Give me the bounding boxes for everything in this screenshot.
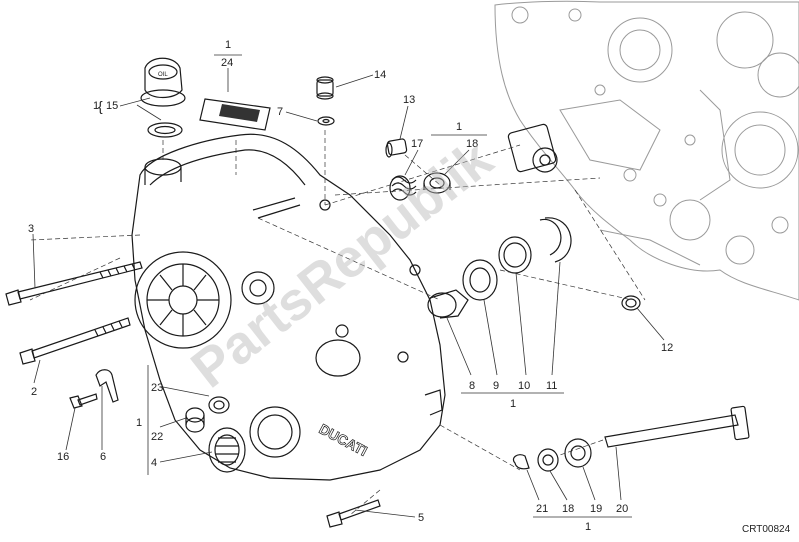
callout-10: 10 xyxy=(518,380,530,392)
callout-2: 2 xyxy=(31,386,37,398)
leader-lines xyxy=(32,54,665,518)
oil-filler-plug: OIL xyxy=(140,57,186,138)
callout-22: 22 xyxy=(151,431,163,443)
callout-14: 14 xyxy=(374,69,386,81)
callout-5: 5 xyxy=(418,512,424,524)
crankcase-background xyxy=(494,0,799,301)
callout-1-bottom: 1 xyxy=(585,521,591,533)
callout-21: 21 xyxy=(536,503,548,515)
warning-label xyxy=(199,98,271,131)
callout-1-group-top: 1 xyxy=(456,121,462,133)
callout-1-top: 1 xyxy=(225,39,231,51)
bolt-2 xyxy=(19,317,131,365)
washer-23 xyxy=(208,396,230,414)
bolt-16 xyxy=(69,393,98,409)
dowel-pin xyxy=(385,138,408,158)
callout-labels: 1 24 1 { 15 14 7 13 1 17 18 3 12 8 9 10 … xyxy=(28,39,673,533)
callout-6: 6 xyxy=(100,451,106,463)
callout-15: 15 xyxy=(106,100,118,112)
callout-7: 7 xyxy=(277,106,283,118)
callout-18-top: 18 xyxy=(466,138,478,150)
plug-22 xyxy=(185,407,205,433)
callout-16: 16 xyxy=(57,451,69,463)
callout-12: 12 xyxy=(661,342,673,354)
cover-brand-text: DUCATI xyxy=(317,421,370,459)
seal-stack xyxy=(427,217,572,319)
pushrod-group xyxy=(512,405,750,472)
callout-20: 20 xyxy=(616,503,628,515)
callout-1-mid: 1 xyxy=(510,398,516,410)
brace: { xyxy=(98,98,103,114)
callout-23: 23 xyxy=(151,382,163,394)
callout-8: 8 xyxy=(469,380,475,392)
callout-1-left: 1 xyxy=(93,100,99,112)
callout-13: 13 xyxy=(403,94,415,106)
callout-19: 19 xyxy=(590,503,602,515)
oil-cap-text: OIL xyxy=(158,72,168,78)
oil-sight-glass-4 xyxy=(208,427,246,473)
clip-6 xyxy=(95,369,119,403)
callout-24: 24 xyxy=(221,57,233,69)
diagram-code: CRT00824 xyxy=(742,524,791,535)
circlip-12 xyxy=(621,295,641,311)
callout-3: 3 xyxy=(28,223,34,235)
callout-1-bracket: 1 xyxy=(136,417,142,429)
bolt-5 xyxy=(326,499,381,528)
bolt-3 xyxy=(5,261,143,306)
callout-4: 4 xyxy=(151,457,157,469)
callout-9: 9 xyxy=(493,380,499,392)
breather-cap xyxy=(316,76,335,126)
callout-11: 11 xyxy=(546,380,557,392)
callout-17: 17 xyxy=(411,138,423,150)
spring-and-bush xyxy=(389,172,451,201)
pump-hub xyxy=(507,123,558,173)
watermark: PartsRepublik xyxy=(180,128,504,399)
callout-18-bottom: 18 xyxy=(562,503,574,515)
alignment-lines xyxy=(29,130,646,516)
